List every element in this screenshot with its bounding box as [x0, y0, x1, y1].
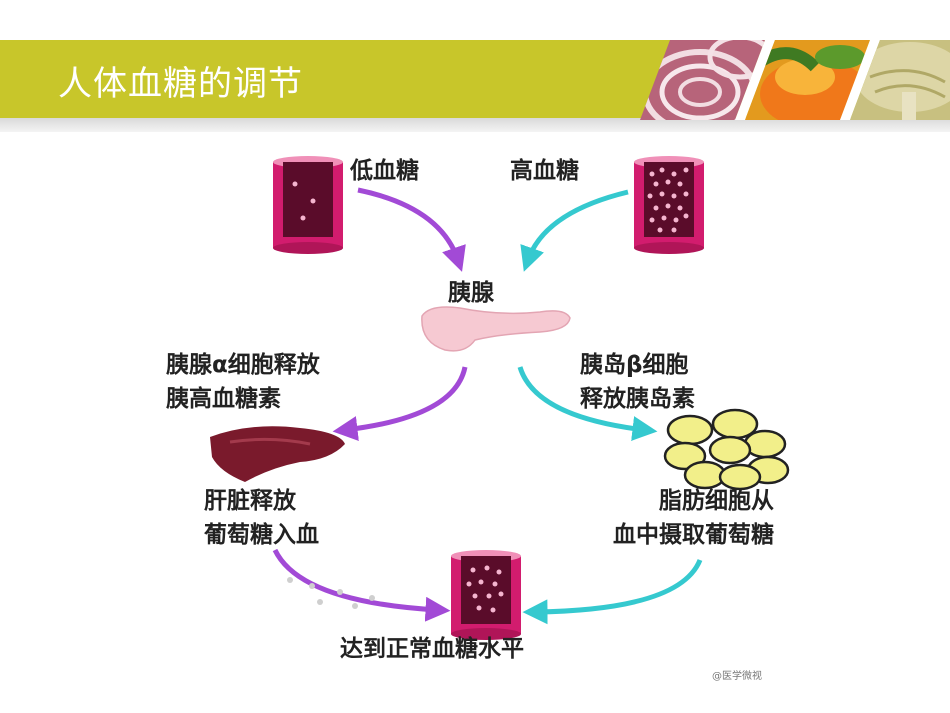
slide-title: 人体血糖的调节: [58, 64, 303, 104]
title-bar-shadow: [0, 118, 950, 132]
purple-arrow: [357, 187, 466, 272]
pancreas-icon: [421, 306, 571, 352]
beta-cell-label-line2: 释放胰岛素: [580, 386, 695, 412]
blood-vessel-icon: [273, 156, 343, 254]
fat-cell-label-line1: 脂肪细胞从: [659, 488, 774, 514]
beta-cell-label: 胰岛β细胞 释放胰岛素: [580, 348, 695, 416]
beta-cell-label-line1: 胰岛β细胞: [580, 352, 689, 378]
fat-cell-label: 脂肪细胞从 血中摄取葡萄糖: [508, 484, 774, 552]
liver-label-line1: 肝脏释放: [204, 488, 296, 514]
liver-icon: [210, 426, 345, 482]
alpha-cell-label: 胰腺α细胞释放 胰高血糖素: [166, 348, 320, 416]
pancreas-label: 胰腺: [448, 280, 494, 306]
header-decoration: [640, 40, 950, 120]
liver-label-line2: 葡萄糖入血: [204, 522, 319, 548]
low-sugar-label: 低血糖: [350, 158, 419, 184]
liver-label: 肝脏释放 葡萄糖入血: [204, 484, 319, 552]
normal-sugar-label: 达到正常血糖水平: [340, 636, 524, 662]
blood-vessel-icon: [634, 156, 704, 254]
glucose-dots: [287, 577, 375, 609]
fat-cell-label-line2: 血中摄取葡萄糖: [613, 522, 774, 548]
high-sugar-label: 高血糖: [510, 158, 579, 184]
pepper-photo: [745, 40, 870, 120]
blood-vessel-icon: [451, 550, 521, 640]
glucose-regulation-diagram: [210, 156, 790, 640]
purple-arrow: [272, 548, 451, 622]
purple-arrow: [332, 366, 468, 441]
alpha-cell-label-line2: 胰高血糖素: [166, 386, 281, 412]
watermark-credit: @医学微视: [712, 671, 762, 682]
cyan-arrow: [517, 366, 658, 441]
fat-cells-icon: [663, 408, 790, 491]
alpha-cell-label-line1: 胰腺α细胞释放: [166, 352, 320, 378]
cyan-arrow: [522, 558, 703, 625]
top-stripe: [0, 0, 950, 40]
cyan-arrow: [520, 189, 629, 272]
